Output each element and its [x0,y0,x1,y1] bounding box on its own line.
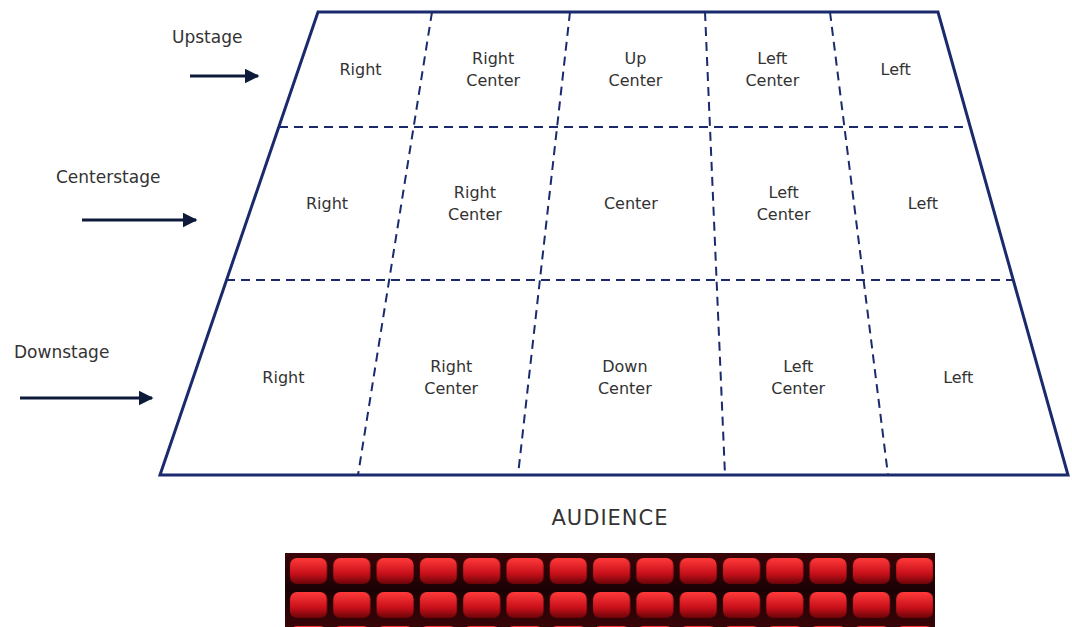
area-shape [389,127,557,280]
area-label: Left [922,367,994,389]
stage-area: Down Center [518,280,725,475]
stage-area: Right Center [389,127,557,280]
area-label: Left [860,59,932,81]
depth-label: Upstage [172,27,242,47]
area-shape [557,12,710,127]
area-shape [358,280,540,475]
stage-area: Left Center [717,280,888,475]
area-shape [717,280,888,475]
area-label: Right Center [457,48,529,92]
area-label: Right [291,193,363,215]
stage-area: Right Center [414,12,570,127]
stage-area: Left [830,12,970,127]
area-label: Right [325,59,397,81]
area-label: Down Center [589,356,661,400]
audience-label: AUDIENCE [551,506,668,530]
audience-seats [285,553,935,627]
area-label: Left Center [762,356,834,400]
area-shape [710,127,864,280]
stage-area: Left Center [710,127,864,280]
area-label: Left [887,193,959,215]
depth-label: Centerstage [56,167,160,187]
area-shape [414,12,570,127]
depth-label: Downstage [14,342,109,362]
area-label: Right Center [415,356,487,400]
stage-area: Up Center [557,12,710,127]
stage-area: Right [227,127,414,280]
stage-area: Right [279,12,432,127]
area-label: Up Center [600,48,672,92]
stage-area: Left [864,280,1068,475]
stage-area: Left Center [705,12,844,127]
stage-area: Left [844,127,1013,280]
stage-area: Right Center [358,280,540,475]
stage-area: Right [160,280,389,475]
area-label: Center [595,193,667,215]
area-label: Right Center [439,182,511,226]
area-shape [705,12,844,127]
area-label: Right [247,367,319,389]
area-shape [518,280,725,475]
stage-area: Center [540,127,717,280]
stage-outline [160,12,1068,475]
grid-lines [226,12,1013,475]
area-label: Left Center [736,48,808,92]
area-label: Left Center [748,182,820,226]
